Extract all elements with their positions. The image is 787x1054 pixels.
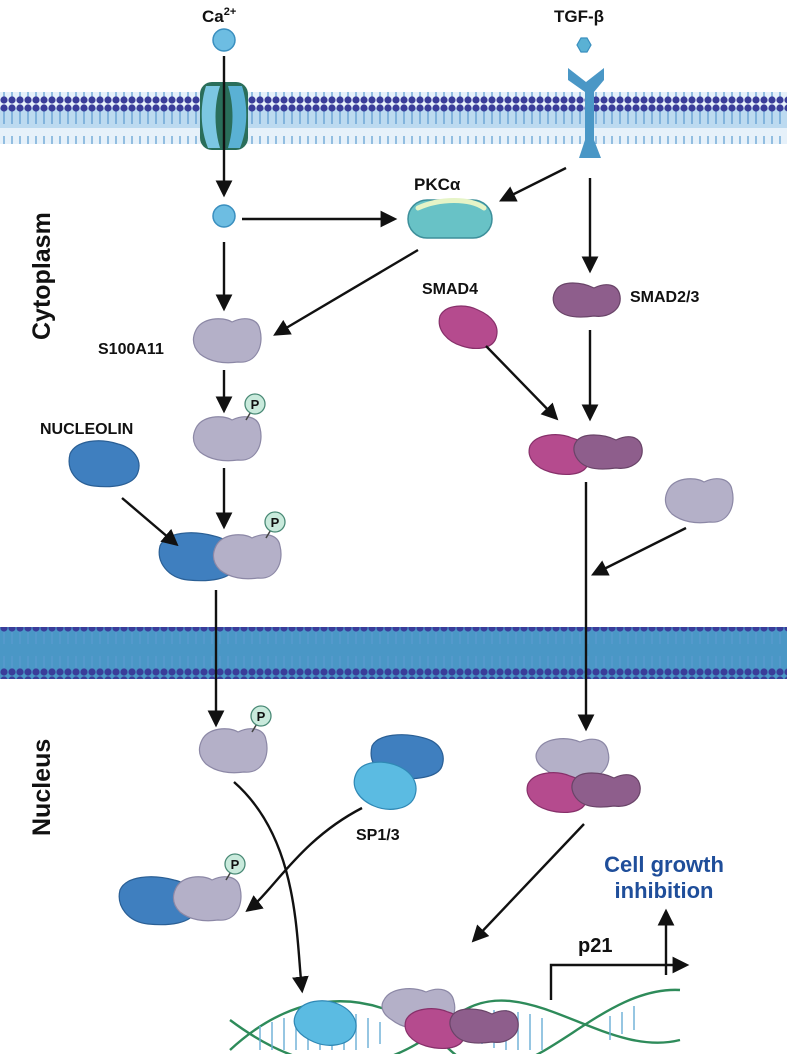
phospho-group-icon	[224, 853, 246, 875]
p21-gene-label: p21	[578, 935, 612, 957]
phospho-label: P	[251, 397, 260, 412]
phospho-label: P	[271, 515, 280, 530]
arrow-smad4-to-complex	[485, 345, 559, 421]
sp1-3-dna-bound-protein-icon	[293, 1000, 357, 1046]
nucleus-label: Nucleus	[28, 739, 56, 836]
arrow-s100a11-to-dna	[233, 781, 309, 994]
sp1-3-label: SP1/3	[356, 827, 400, 844]
tgf-beta-ligand-icon	[576, 37, 592, 53]
phospho-group-icon	[264, 511, 286, 533]
outcome-label-line-2: inhibition	[615, 878, 714, 903]
smad-s100a11-nuclear-complex-icon	[526, 738, 641, 813]
smad2-3-label: SMAD2/3	[630, 289, 699, 306]
nucleolin-s100a11-nuclear-complex-icon: P	[118, 853, 246, 926]
s100a11-label: S100A11	[98, 341, 164, 358]
nuclear-membrane	[0, 627, 787, 679]
calcium-ion-cytoplasm-icon	[212, 204, 236, 228]
smad4-label: SMAD4	[422, 281, 478, 298]
smad4-protein-icon	[438, 305, 498, 349]
nucleolin-sp1-3-complex-icon	[353, 734, 444, 810]
arrow-receptor-to-pkc-alpha	[498, 166, 567, 202]
smad2-3-smad4-complex-icon	[528, 434, 643, 475]
dna-bound-smad-s100a11-complex-icon	[381, 988, 519, 1049]
plasma-membrane	[0, 92, 787, 144]
arrow-s100a11-joins-smad	[590, 526, 687, 576]
arrow-smad-complex-to-dna	[471, 823, 585, 943]
pkc-alpha-label: PKCα	[414, 175, 461, 194]
arrow-sp1-3-to-nucleolin-complex	[245, 806, 363, 913]
nucleolin-s100a11-complex-icon: P	[158, 511, 286, 582]
nucleolin-label: NUCLEOLIN	[40, 421, 133, 438]
calcium-ion-icon	[212, 28, 236, 52]
nucleolin-protein-icon	[68, 440, 140, 488]
free-s100a11-protein-icon	[664, 478, 734, 524]
pkc-alpha-protein-icon	[407, 198, 493, 239]
calcium-ion-label: Ca2+	[202, 6, 236, 26]
arrow-nucleolin-to-complex	[121, 497, 179, 547]
cytoplasm-label: Cytoplasm	[28, 212, 56, 340]
tgf-beta-label: TGF-β	[554, 7, 604, 26]
phospho-group-icon	[250, 705, 272, 727]
s100a11-protein-icon	[192, 318, 262, 364]
arrow-pkc-alpha-to-s100a11	[273, 248, 419, 336]
phospho-group-icon	[244, 393, 266, 415]
outcome-label-line-1: Cell growth	[604, 852, 724, 877]
nuclear-phospho-s100a11-protein-icon: P	[198, 705, 272, 774]
arrow-p21-transcription	[549, 956, 690, 1000]
pathway-arrows	[121, 56, 690, 1000]
phospho-s100a11-protein-icon: P	[192, 393, 266, 462]
phospho-label: P	[231, 857, 240, 872]
phospho-label: P	[257, 709, 266, 724]
smad2-3-protein-icon	[552, 282, 621, 318]
tgf-beta-receptor-icon	[568, 68, 604, 158]
